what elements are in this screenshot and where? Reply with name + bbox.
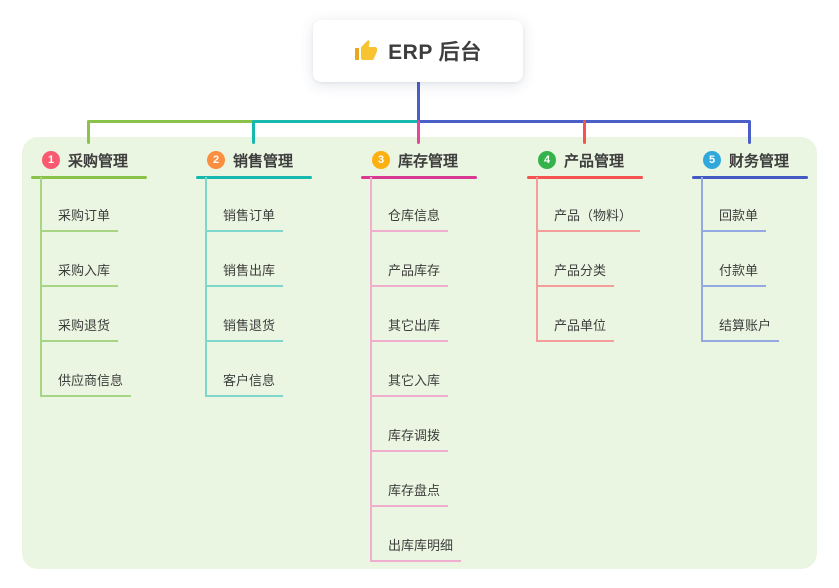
branch-underline	[361, 176, 477, 179]
branch-node[interactable]: 3 库存管理	[372, 149, 458, 171]
branches-panel	[22, 137, 817, 569]
branch-subtree-line	[536, 177, 538, 342]
branch-subtree-line	[40, 177, 42, 397]
leaf-node[interactable]: 销售出库	[205, 262, 284, 287]
leaf-node[interactable]: 仓库信息	[370, 207, 449, 232]
branch: 2 销售管理 销售订单销售出库销售退货客户信息	[196, 0, 356, 588]
branch: 4 产品管理 产品（物料） 产品分类产品单位	[527, 0, 687, 588]
branch-node[interactable]: 5 财务管理	[703, 149, 789, 171]
leaf-node[interactable]: 产品库存	[370, 262, 449, 287]
branch-subtree-line	[370, 177, 372, 562]
branch-underline	[196, 176, 312, 179]
leaf-node[interactable]: 销售退货	[205, 317, 284, 342]
leaf-node[interactable]: 采购订单	[40, 207, 119, 232]
branch-connector-drop	[417, 120, 420, 144]
leaf-node[interactable]: 客户信息	[205, 372, 284, 397]
branch-connector-drop	[748, 120, 751, 144]
branch-node[interactable]: 1 采购管理	[42, 149, 128, 171]
branch-title: 销售管理	[233, 152, 294, 170]
leaf-node[interactable]: 回款单	[701, 207, 767, 232]
root-connector-line	[417, 81, 420, 121]
leaf-node[interactable]: 库存盘点	[370, 482, 449, 507]
branch-underline	[692, 176, 808, 179]
branch: 5 财务管理 回款单付款单结算账户	[692, 0, 839, 588]
branch-number-badge: 2	[207, 151, 225, 169]
leaf-node[interactable]: 采购退货	[40, 317, 119, 342]
leaf-node[interactable]: 出库库明细	[370, 537, 462, 562]
branch-underline	[31, 176, 147, 179]
root-node[interactable]: ERP 后台	[313, 20, 523, 82]
leaf-node[interactable]: 库存调拨	[370, 427, 449, 452]
branch-title: 财务管理	[729, 152, 790, 170]
leaf-node[interactable]: 其它入库	[370, 372, 449, 397]
leaf-node[interactable]: 产品单位	[536, 317, 615, 342]
thumbs-up-icon	[354, 39, 378, 63]
leaf-node[interactable]: 其它出库	[370, 317, 449, 342]
branch-number-badge: 5	[703, 151, 721, 169]
branch-title: 库存管理	[398, 152, 459, 170]
leaf-node[interactable]: 采购入库	[40, 262, 119, 287]
branch: 1 采购管理 采购订单采购入库采购退货供应商信息	[31, 0, 191, 588]
branch-connector-drop	[87, 120, 90, 144]
branch-node[interactable]: 4 产品管理	[538, 149, 624, 171]
branch-number-badge: 1	[42, 151, 60, 169]
branch-subtree-line	[205, 177, 207, 397]
root-title: ERP 后台	[388, 41, 482, 64]
branch-connector-drop	[252, 120, 255, 144]
branch-title: 采购管理	[68, 152, 129, 170]
branch: 3 库存管理 仓库信息产品库存其它出库其它入库库存调拨库存盘点出库库明细	[361, 0, 521, 588]
branch-underline	[527, 176, 643, 179]
leaf-node[interactable]: 产品（物料）	[536, 207, 641, 232]
branch-title: 产品管理	[564, 152, 625, 170]
branch-number-badge: 3	[372, 151, 390, 169]
connector-segment-teal	[253, 120, 419, 123]
leaf-node[interactable]: 结算账户	[701, 317, 780, 342]
branch-connector-drop	[583, 120, 586, 144]
leaf-node[interactable]: 供应商信息	[40, 372, 132, 397]
leaf-node[interactable]: 销售订单	[205, 207, 284, 232]
branch-node[interactable]: 2 销售管理	[207, 149, 293, 171]
leaf-node[interactable]: 付款单	[701, 262, 767, 287]
leaf-node[interactable]: 产品分类	[536, 262, 615, 287]
connector-segment-green	[88, 120, 254, 123]
branch-subtree-line	[701, 177, 703, 342]
branch-number-badge: 4	[538, 151, 556, 169]
